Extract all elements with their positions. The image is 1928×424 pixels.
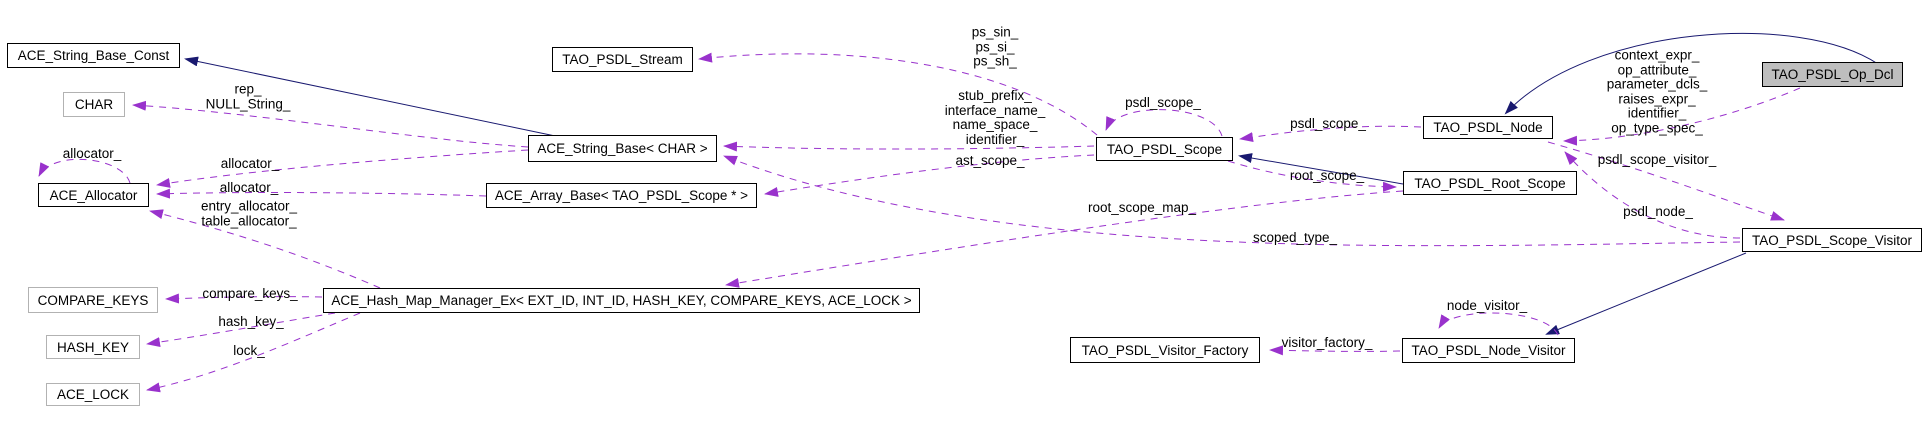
edge-psdl-scope-selfloop bbox=[1105, 109, 1223, 137]
edge-node-visitor-selfloop bbox=[1438, 312, 1559, 336]
edge-psdl-scope-visitor bbox=[1547, 141, 1785, 221]
edge-root-scope-map bbox=[725, 190, 1404, 288]
class-node-ace-string-base-char[interactable]: ACE_String_Base< CHAR > bbox=[528, 135, 717, 162]
class-node-hash-key[interactable]: HASH_KEY bbox=[46, 335, 140, 359]
edge-compare-keys bbox=[165, 293, 323, 304]
class-node-tao-psdl-visitor-factory[interactable]: TAO_PSDL_Visitor_Factory bbox=[1070, 337, 1260, 363]
edge-hash-key bbox=[146, 312, 336, 348]
edge-stringbase-to-stringbaseconst bbox=[184, 56, 561, 138]
class-node-tao-psdl-stream[interactable]: TAO_PSDL_Stream bbox=[552, 47, 693, 72]
edge-allocator-arraybase bbox=[156, 188, 487, 199]
edge-stub-block bbox=[723, 141, 1095, 152]
edge-allocator-stringbase bbox=[156, 149, 529, 188]
class-node-tao-psdl-scope[interactable]: TAO_PSDL_Scope bbox=[1096, 137, 1233, 161]
edge-scopevisitor-to-nodevisitor bbox=[1545, 252, 1747, 335]
class-node-tao-psdl-node[interactable]: TAO_PSDL_Node bbox=[1423, 116, 1553, 139]
edge-rootscope-to-scope bbox=[1238, 153, 1404, 185]
edge-psdl-scope bbox=[1239, 125, 1422, 143]
class-node-ace-allocator[interactable]: ACE_Allocator bbox=[38, 183, 149, 207]
edge-ps-block bbox=[698, 52, 1098, 136]
class-node-ace-hash-map-manager-ex[interactable]: ACE_Hash_Map_Manager_Ex< EXT_ID, INT_ID,… bbox=[323, 288, 920, 313]
edge-allocator-selfloop bbox=[38, 158, 131, 184]
edge-rep bbox=[132, 100, 529, 148]
edge-root-scope bbox=[1227, 160, 1397, 192]
class-node-tao-psdl-node-visitor[interactable]: TAO_PSDL_Node_Visitor bbox=[1402, 338, 1575, 363]
edge-opdcl-to-node bbox=[1504, 32, 1879, 115]
class-node-ace-string-base-const[interactable]: ACE_String_Base_Const bbox=[7, 43, 180, 68]
edge-psdl-node bbox=[1564, 151, 1741, 239]
class-node-char[interactable]: CHAR bbox=[63, 92, 125, 117]
class-node-tao-psdl-root-scope[interactable]: TAO_PSDL_Root_Scope bbox=[1403, 171, 1577, 195]
class-node-compare-keys[interactable]: COMPARE_KEYS bbox=[28, 287, 158, 313]
edge-visitor-factory bbox=[1269, 345, 1401, 356]
class-node-tao-psdl-op-dcl: TAO_PSDL_Op_Dcl bbox=[1762, 62, 1903, 87]
edge-lock bbox=[146, 312, 361, 393]
class-node-tao-psdl-scope-visitor[interactable]: TAO_PSDL_Scope_Visitor bbox=[1742, 228, 1922, 252]
edge-scoped-type bbox=[723, 155, 1741, 247]
edge-context-block bbox=[1563, 87, 1801, 146]
class-node-ace-lock[interactable]: ACE_LOCK bbox=[46, 383, 140, 406]
edge-ast-scope bbox=[764, 154, 1095, 197]
class-node-ace-array-base-scope[interactable]: ACE_Array_Base< TAO_PSDL_Scope * > bbox=[486, 183, 757, 208]
edge-entry-table-allocator bbox=[149, 209, 381, 289]
